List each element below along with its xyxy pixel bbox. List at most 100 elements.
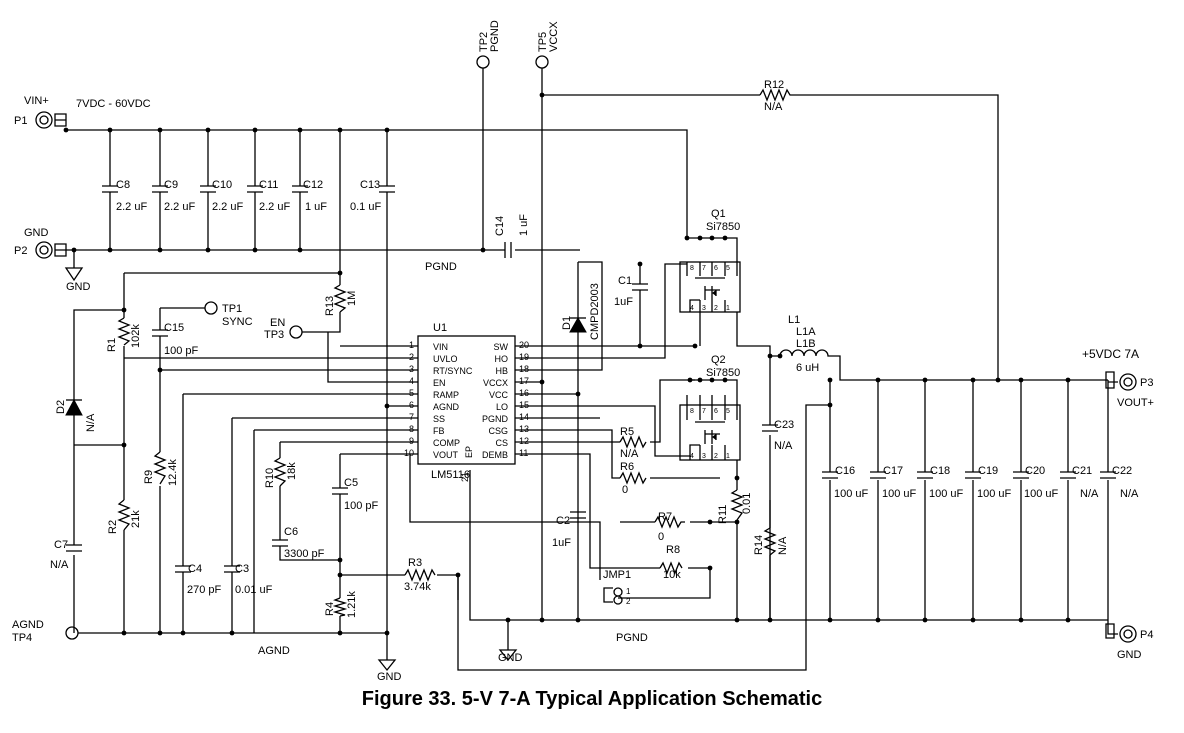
- mosfet-pin-number: 8: [690, 265, 694, 272]
- mosfet-pin-number: 5: [726, 408, 730, 415]
- c13-ref: C13: [360, 179, 380, 191]
- c1-value: 1uF: [614, 296, 633, 308]
- net-gnd-label: GND: [24, 227, 49, 239]
- c22-ref: C22: [1112, 465, 1132, 477]
- c13-value: 0.1 uF: [350, 201, 381, 213]
- c7-value: N/A: [50, 559, 69, 571]
- c23-ref: C23: [774, 419, 794, 431]
- c15-value: 100 pF: [164, 345, 199, 357]
- u1-right-pin-labels: 20SW19HO18HB17VCCX16VCC15LO14PGND13CSG12…: [482, 340, 529, 460]
- c4-value: 270 pF: [187, 584, 222, 596]
- u1-pin-number: 15: [519, 400, 529, 410]
- r11-ref: R11: [717, 505, 729, 524]
- u1-pin-name: CS: [495, 438, 508, 448]
- c19-value: 100 uF: [977, 488, 1012, 500]
- capacitor-symbols: [66, 185, 1116, 573]
- u1-pin-number: 3: [409, 364, 414, 374]
- r7-value: 0: [658, 531, 664, 543]
- c2-value: 1uF: [552, 537, 571, 549]
- c17-ref: C17: [883, 465, 903, 477]
- mosfet-pin-number: 6: [714, 265, 718, 272]
- u1-pin-name: VOUT: [433, 450, 459, 460]
- net-pgnd-label: PGND: [425, 261, 457, 273]
- r12-value: N/A: [764, 101, 783, 113]
- port-p3-label: P3: [1140, 377, 1153, 389]
- u1-pin-number: 19: [519, 352, 529, 362]
- u1-pin-number: 2: [409, 352, 414, 362]
- mosfet-pin-number: 1: [726, 453, 730, 460]
- u1-pin-name: PGND: [482, 414, 509, 424]
- u1-pin-name: LO: [496, 402, 508, 412]
- d1-value: CMPD2003: [589, 283, 601, 340]
- r9-ref: R9: [143, 470, 155, 484]
- u1-pin-name: DEMB: [482, 450, 508, 460]
- mosfet-pin-number: 2: [714, 305, 718, 312]
- junctions: [63, 92, 1071, 636]
- r1-ref: R1: [106, 338, 118, 352]
- u1-pin-number: 16: [519, 388, 529, 398]
- port-tp4-label: TP4: [12, 632, 32, 644]
- u1-pin-name: EN: [433, 378, 446, 388]
- r6-ref: R6: [620, 461, 634, 473]
- terminals: [35, 55, 1137, 643]
- r7-ref: R7: [658, 511, 672, 523]
- r8-ref: R8: [666, 544, 680, 556]
- r8-value: 10k: [663, 569, 681, 581]
- c9-ref: C9: [164, 179, 178, 191]
- c20-ref: C20: [1025, 465, 1045, 477]
- tp2-label: TP2: [478, 32, 490, 52]
- net-agnd-port-label: AGND: [12, 619, 44, 631]
- u1-pin-number: 10: [404, 448, 414, 458]
- c6-ref: C6: [284, 526, 298, 538]
- labels: VIN+ 7VDC - 60VDC P1 GND P2 GND C8 2.2 u…: [12, 20, 1154, 683]
- u1-pin-name: COMP: [433, 438, 460, 448]
- gnd-p4-label: GND: [1117, 649, 1142, 661]
- c5-value: 100 pF: [344, 500, 379, 512]
- u1-pin-name: CSG: [488, 426, 508, 436]
- u1-pin-number: 18: [519, 364, 529, 374]
- c9-value: 2.2 uF: [164, 201, 195, 213]
- ground-symbols: [64, 267, 518, 672]
- jmp1-pin2: 2: [626, 597, 631, 606]
- u1-pin-name: SS: [433, 414, 445, 424]
- port-p2-label: P2: [14, 245, 27, 257]
- vin-range-label: 7VDC - 60VDC: [76, 98, 151, 110]
- c5-ref: C5: [344, 477, 358, 489]
- u1-pin-number: 14: [519, 412, 529, 422]
- diode-d2: [65, 398, 83, 416]
- r2-ref: R2: [107, 520, 119, 534]
- r1-value: 102k: [130, 324, 142, 348]
- c16-ref: C16: [835, 465, 855, 477]
- r14-value: N/A: [777, 536, 789, 555]
- u1-pin-number: 17: [519, 376, 529, 386]
- mosfet-pin-number: 6: [714, 408, 718, 415]
- gnd-pgnd-label: GND: [498, 652, 523, 664]
- c14-ref: C14: [494, 216, 506, 236]
- c11-ref: C11: [259, 179, 278, 191]
- q2-ref: Q2: [711, 354, 726, 366]
- tp3-label: TP3: [264, 329, 284, 341]
- c4-ref: C4: [188, 563, 202, 575]
- u1-pin-name: HO: [495, 354, 509, 364]
- u1-pin-number: 4: [409, 376, 414, 386]
- net-vin-label: VIN+: [24, 95, 49, 107]
- mosfet-pin-number: 2: [714, 453, 718, 460]
- c3-ref: C3: [235, 563, 249, 575]
- net-pgnd-bottom-label: PGND: [616, 632, 648, 644]
- q1-ref: Q1: [711, 208, 726, 220]
- u1-pin-number: 11: [519, 448, 528, 458]
- u1-pin-name: VIN: [433, 342, 448, 352]
- port-p1-label: P1: [14, 115, 27, 127]
- mosfet-q1: [679, 261, 741, 313]
- r2-value: 21k: [130, 510, 142, 528]
- c2-ref: C2: [556, 515, 570, 527]
- q1-value: Si7850: [706, 221, 740, 233]
- gnd-symbol-label: GND: [66, 281, 91, 293]
- u1-pin-number: 13: [519, 424, 529, 434]
- r5-ref: R5: [620, 426, 634, 438]
- r13-ref: R13: [324, 296, 336, 316]
- mosfet-pin-number: 8: [690, 408, 694, 415]
- c3-value: 0.01 uF: [235, 584, 273, 596]
